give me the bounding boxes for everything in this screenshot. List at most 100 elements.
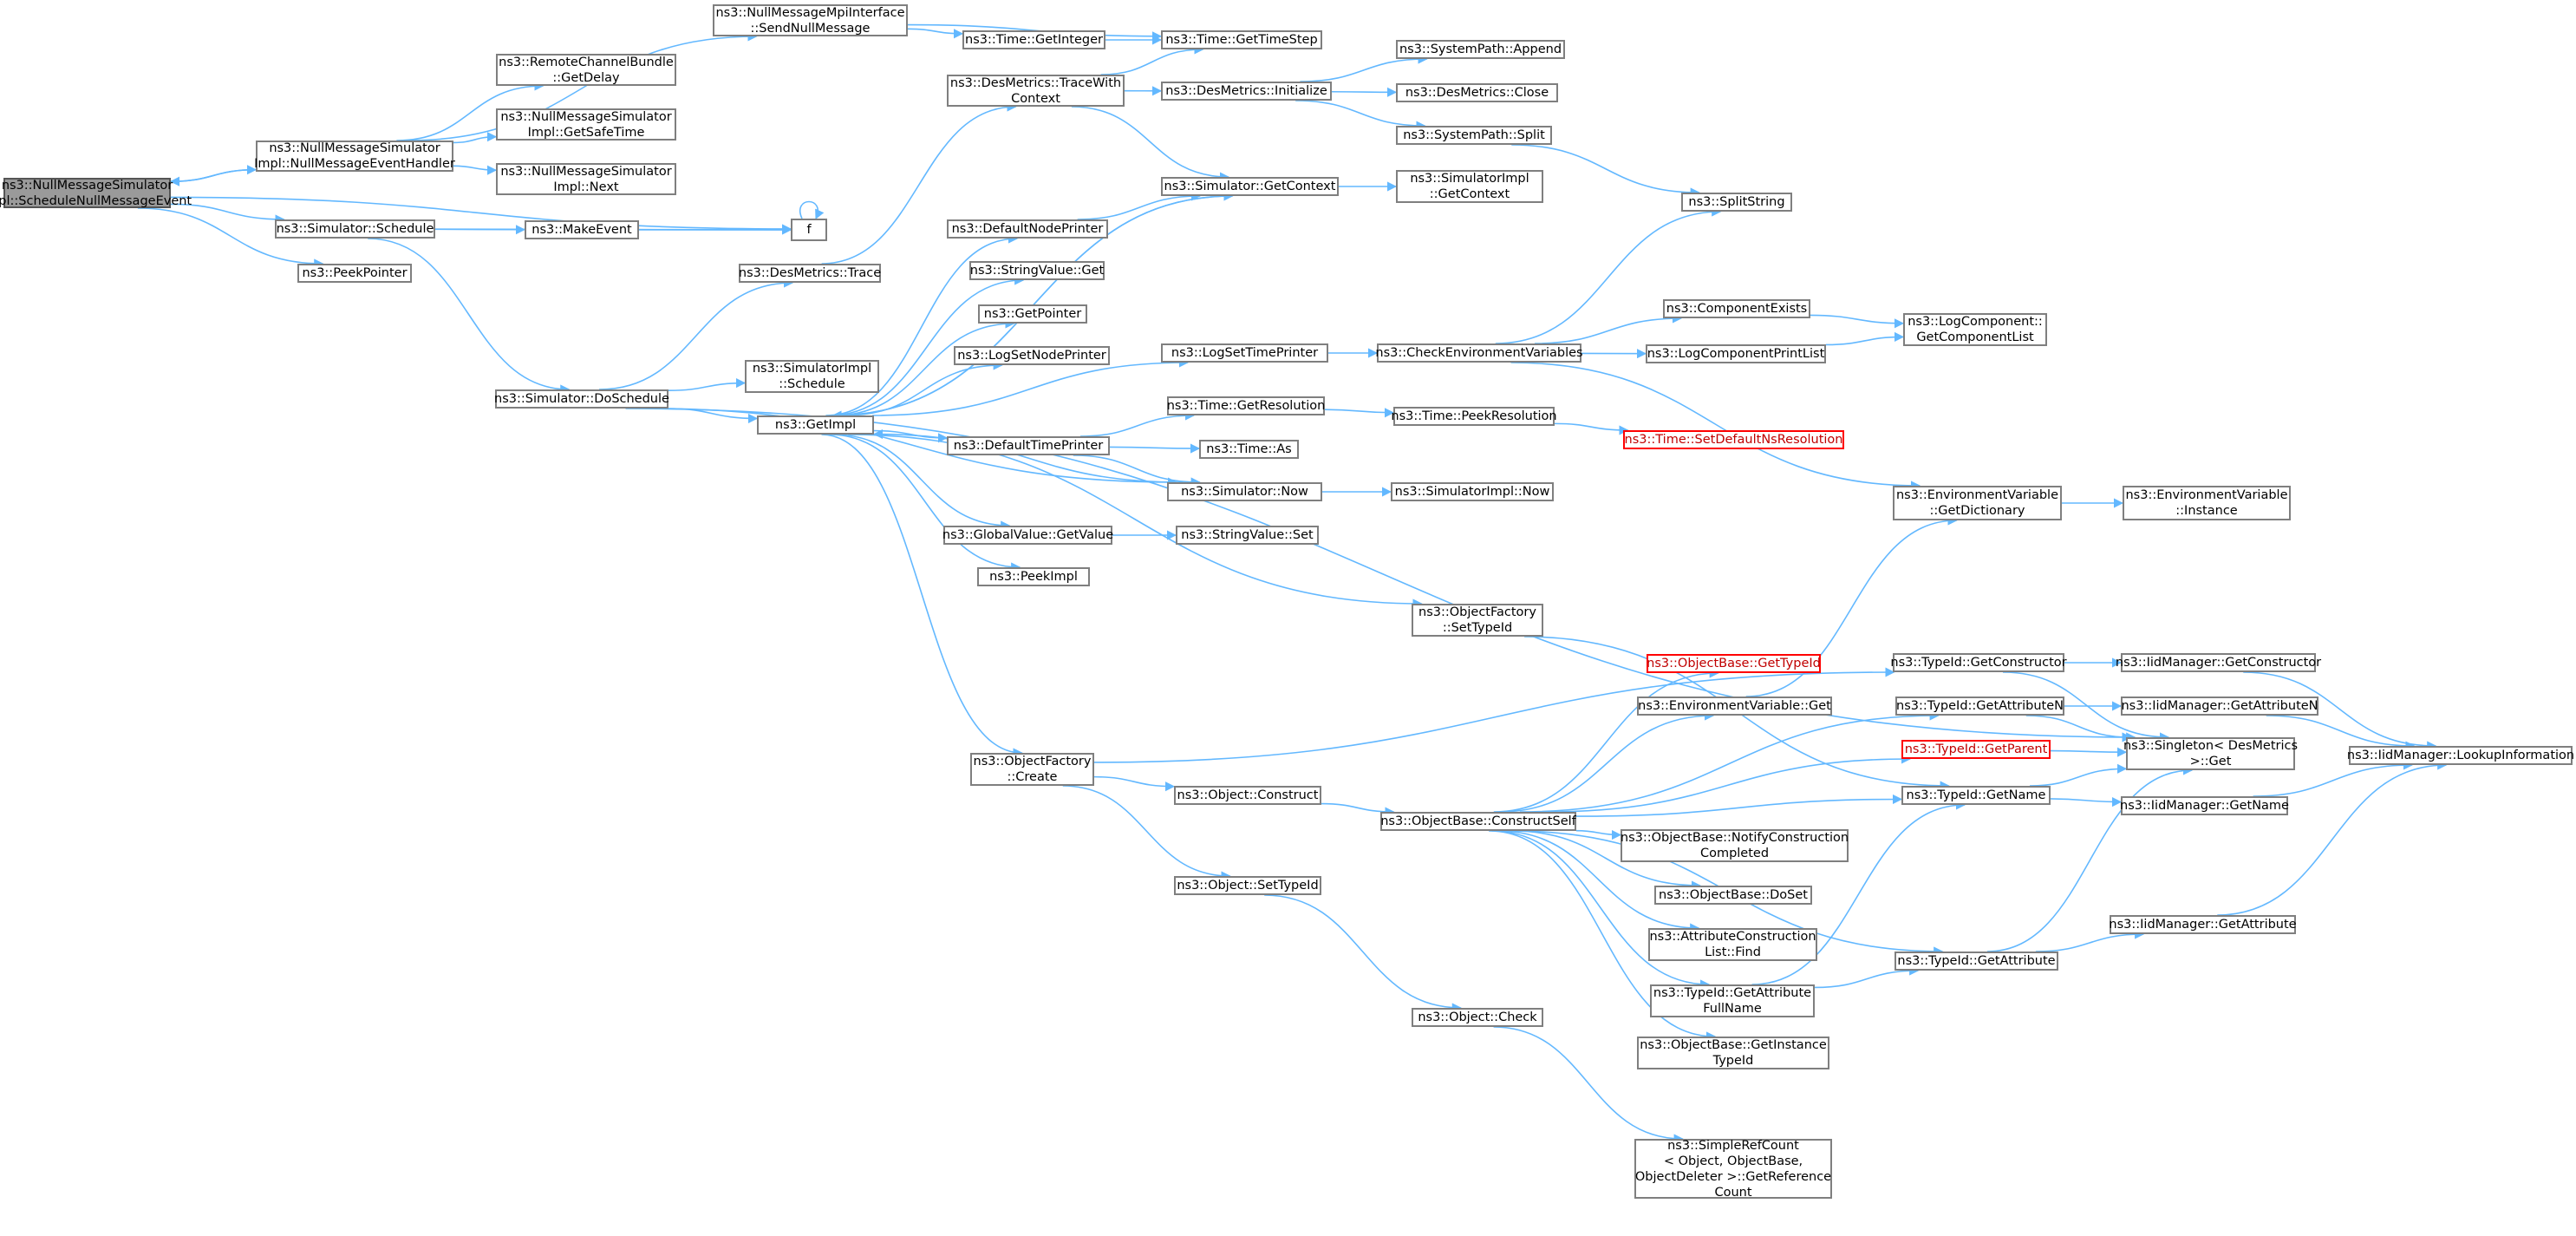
edge-obconstructself-to-obgetinst (1489, 830, 1717, 1042)
node-splitstr[interactable]: ns3::SplitString (1681, 193, 1792, 212)
node-getptr[interactable]: ns3::GetPointer (978, 304, 1087, 324)
node-iidgetname[interactable]: ns3::IidManager::GetName (2120, 796, 2289, 815)
edge-tgetname-to-singleton (2029, 763, 2128, 787)
edge-dminit-to-split (1295, 100, 1426, 131)
node-peekimpl[interactable]: ns3::PeekImpl (977, 567, 1090, 586)
node-strset[interactable]: ns3::StringValue::Set (1176, 526, 1319, 545)
edge-obconstructself-to-tgetattrfull (1491, 830, 1711, 990)
node-implsched[interactable]: ns3::SimulatorImpl ::Schedule (745, 360, 879, 393)
node-lookup[interactable]: ns3::IidManager::LookupInformation (2347, 746, 2574, 765)
node-logsettime[interactable]: ns3::LogSetTimePrinter (1161, 343, 1328, 363)
node-tgetattrn[interactable]: ns3::TypeId::GetAttributeN (1895, 696, 2064, 716)
node-dosched[interactable]: ns3::Simulator::DoSchedule (494, 389, 669, 409)
node-implctx[interactable]: ns3::SimulatorImpl ::GetContext (1396, 170, 1543, 203)
node-simnow[interactable]: ns3::Simulator::Now (1167, 482, 1322, 501)
node-simpleref[interactable]: ns3::SimpleRefCount < Object, ObjectBase… (1634, 1138, 1832, 1200)
node-getdelay[interactable]: ns3::RemoteChannelBundle ::GetDelay (496, 54, 676, 86)
edge-ofcreate-to-tgetctor (1093, 667, 1895, 763)
node-append[interactable]: ns3::SystemPath::Append (1396, 40, 1565, 59)
node-acfind[interactable]: ns3::AttributeConstruction List::Find (1648, 928, 1817, 961)
node-gvget[interactable]: ns3::GlobalValue::GetValue (942, 526, 1113, 545)
node-iidgetattrn[interactable]: ns3::IidManager::GetAttributeN (2121, 696, 2318, 716)
node-envdict[interactable]: ns3::EnvironmentVariable ::GetDictionary (1893, 486, 2062, 520)
edge-getimpl-to-logsetnode (845, 360, 1003, 416)
node-tgetname[interactable]: ns3::TypeId::GetName (1901, 786, 2051, 805)
edge-getimpl-to-getptr (834, 318, 1015, 416)
edge-obconstructself-to-obdoset (1511, 830, 1702, 891)
node-logprint[interactable]: ns3::LogComponentPrintList (1646, 344, 1826, 363)
edge-iidgetname-to-lookup (2253, 760, 2414, 797)
node-getctx[interactable]: ns3::Simulator::GetContext (1161, 177, 1339, 196)
edge-simnow-to-getimpl (872, 428, 1184, 483)
edge-tgetname-to-iidgetname (2050, 797, 2123, 808)
edge-iidgetctor-to-lookup (2243, 671, 2437, 751)
node-getstep[interactable]: ns3::Time::GetTimeStep (1161, 30, 1322, 49)
edge-dosched-to-singleton (625, 408, 2136, 742)
node-getint[interactable]: ns3::Time::GetInteger (962, 30, 1105, 49)
node-timeas[interactable]: ns3::Time::As (1199, 440, 1299, 459)
node-obdoset[interactable]: ns3::ObjectBase::DoSet (1654, 886, 1812, 905)
node-dmclose[interactable]: ns3::DesMetrics::Close (1396, 83, 1558, 102)
node-obnotify[interactable]: ns3::ObjectBase::NotifyConstruction Comp… (1620, 829, 1849, 862)
node-ofcreate[interactable]: ns3::ObjectFactory ::Create (970, 753, 1094, 786)
edge-checkenv-to-envdict (1510, 362, 1921, 491)
node-peekptr[interactable]: ns3::PeekPointer (297, 264, 412, 283)
node-dminit[interactable]: ns3::DesMetrics::Initialize (1161, 82, 1332, 101)
edge-getres-to-peekres (1324, 408, 1395, 418)
node-nmeh[interactable]: ns3::NullMessageSimulator Impl::NullMess… (254, 141, 455, 172)
edge-getimpl-to-peekimpl (829, 434, 1021, 572)
node-strget[interactable]: ns3::StringValue::Get (969, 261, 1105, 280)
node-singleton[interactable]: ns3::Singleton< DesMetrics >::Get (2123, 737, 2299, 770)
node-compexists[interactable]: ns3::ComponentExists (1663, 299, 1810, 318)
edge-getimpl-to-strget (829, 275, 1025, 416)
node-setdefns[interactable]: ns3::Time::SetDefaultNsResolution (1623, 430, 1844, 449)
node-next[interactable]: ns3::NullMessageSimulator Impl::Next (496, 163, 676, 195)
node-f[interactable]: f (791, 219, 827, 241)
node-iidgetattr[interactable]: ns3::IidManager::GetAttribute (2109, 915, 2297, 934)
node-tgetparent[interactable]: ns3::TypeId::GetParent (1901, 740, 2051, 759)
node-sendnull[interactable]: ns3::NullMessageMpiInterface ::SendNullM… (713, 4, 908, 36)
edge-iidgetattr-to-lookup (2217, 760, 2448, 916)
node-obgetinst[interactable]: ns3::ObjectBase::GetInstance TypeId (1637, 1037, 1829, 1069)
node-ofsettype[interactable]: ns3::ObjectFactory ::SetTypeId (1412, 604, 1543, 637)
edge-root-to-f (170, 196, 792, 234)
node-obconstructself[interactable]: ns3::ObjectBase::ConstructSelf (1380, 812, 1576, 831)
node-objconstruct[interactable]: ns3::Object::Construct (1174, 786, 1321, 805)
node-defnode[interactable]: ns3::DefaultNodePrinter (947, 219, 1108, 239)
node-peekres[interactable]: ns3::Time::PeekResolution (1391, 407, 1557, 426)
node-envinst[interactable]: ns3::EnvironmentVariable ::Instance (2123, 486, 2291, 520)
node-checkenv[interactable]: ns3::CheckEnvironmentVariables (1375, 343, 1583, 363)
edge-nmeh-to-getsafe (453, 132, 498, 144)
node-implnow[interactable]: ns3::SimulatorImpl::Now (1391, 482, 1554, 501)
node-deftime[interactable]: ns3::DefaultTimePrinter (947, 436, 1110, 455)
edge-tgetattr-to-iidgetattr (2035, 929, 2145, 952)
node-makeevent[interactable]: ns3::MakeEvent (525, 220, 639, 239)
node-root[interactable]: ns3::NullMessageSimulator Impl::Schedule… (0, 178, 192, 208)
edge-tgetattrfull-to-tgetname (1751, 800, 1966, 985)
edge-f-to-f (799, 200, 825, 220)
node-getres[interactable]: ns3::Time::GetResolution (1167, 396, 1325, 415)
node-tgetattr[interactable]: ns3::TypeId::GetAttribute (1895, 952, 2058, 971)
node-split[interactable]: ns3::SystemPath::Split (1396, 126, 1552, 145)
node-objcheck[interactable]: ns3::Object::Check (1412, 1008, 1543, 1027)
node-getsafe[interactable]: ns3::NullMessageSimulator Impl::GetSafeT… (496, 108, 676, 141)
node-tgetctor[interactable]: ns3::TypeId::GetConstructor (1890, 653, 2067, 672)
node-obgettype[interactable]: ns3::ObjectBase::GetTypeId (1647, 654, 1821, 673)
node-objsettype[interactable]: ns3::Object::SetTypeId (1174, 876, 1321, 895)
node-getcomplist[interactable]: ns3::LogComponent:: GetComponentList (1903, 313, 2047, 346)
node-logsetnode[interactable]: ns3::LogSetNodePrinter (954, 346, 1110, 365)
node-envget[interactable]: ns3::EnvironmentVariable::Get (1637, 696, 1832, 716)
node-tracewith[interactable]: ns3::DesMetrics::TraceWith Context (947, 75, 1125, 107)
edge-checkenv-to-compexists (1535, 313, 1683, 344)
node-getimpl[interactable]: ns3::GetImpl (757, 415, 874, 435)
edge-obconstructself-to-tgetparent (1544, 754, 1912, 813)
edge-defnode-to-getctx (1077, 191, 1202, 220)
node-dmtrace[interactable]: ns3::DesMetrics::Trace (739, 264, 881, 283)
edge-dminit-to-append (1300, 54, 1428, 82)
node-tgetattrfull[interactable]: ns3::TypeId::GetAttribute FullName (1650, 984, 1815, 1017)
node-sched[interactable]: ns3::Simulator::Schedule (275, 219, 435, 239)
edge-iidgetattrn-to-lookup (2266, 715, 2416, 751)
node-iidgetctor[interactable]: ns3::IidManager::GetConstructor (2116, 653, 2321, 672)
edge-obconstructself-to-obgettype (1493, 668, 1719, 813)
edge-obconstructself-to-envget (1499, 710, 1715, 813)
